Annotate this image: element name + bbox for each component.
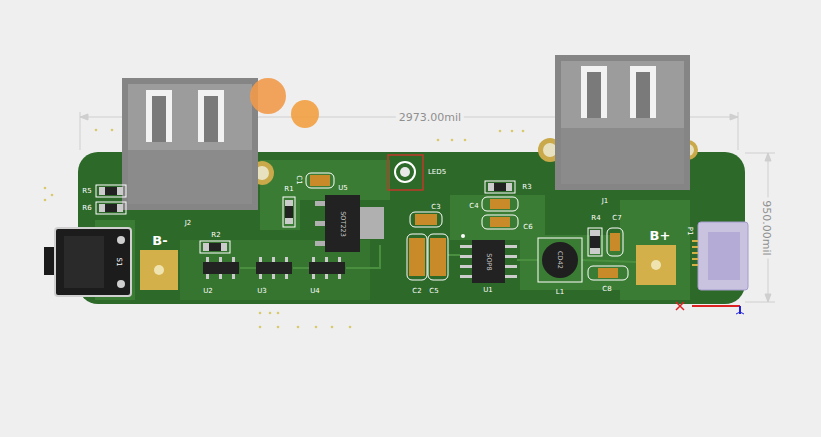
battery-pad [140,245,676,290]
usb-a-connector [555,55,690,190]
pad-label: B+ [650,229,671,242]
inductor-symbol [538,238,582,282]
designator: U5 [338,185,348,192]
chip-marking: SOP8 [472,240,505,283]
highlight-blob [250,78,286,114]
designator: P1 [686,227,693,236]
chip-marking: SOT223 [325,195,360,252]
designator: C5 [429,288,438,295]
designator: R5 [82,188,91,195]
designator: C4 [469,203,478,210]
chip-marking: CD42 [545,245,575,275]
designator: C3 [431,204,440,211]
designator: C2 [412,288,421,295]
designator: L1 [556,289,564,296]
designator: C7 [612,215,621,222]
resistor-symbol [96,181,602,256]
chip-marking-text: SOT223 [339,211,346,237]
designator: R3 [522,184,531,191]
pad-label: B- [152,234,167,247]
designator: R6 [82,205,91,212]
designator: U3 [257,288,267,295]
highlight-blob [291,100,319,128]
axis-indicator [676,302,744,314]
designator: C8 [602,286,611,293]
regulator-ic [315,195,384,252]
designator: LED5 [428,169,446,176]
designator: U1 [483,287,493,294]
capacitor-symbol [306,173,628,280]
designator: R4 [591,215,600,222]
usb-a-connector [122,78,258,210]
designator: S1 [115,258,122,267]
chip-marking-text: CD42 [557,251,564,269]
designator: J1 [602,198,609,205]
designator: J2 [185,220,192,227]
designator: U2 [203,288,213,295]
switch-symbol [44,228,131,296]
designator: R1 [284,186,293,193]
designator: C6 [523,224,532,231]
designator: C1 [295,175,302,184]
designator: R2 [211,232,220,239]
micro-usb-connector [692,222,748,290]
chip-marking-text: SOP8 [485,253,492,270]
dimension-text: 950.00mil [761,197,772,258]
controller-ic [460,234,517,283]
led-symbol [388,155,423,190]
designator: U4 [310,288,320,295]
small-ic [203,257,345,279]
dimension-text: 2973.00mil [396,112,464,123]
